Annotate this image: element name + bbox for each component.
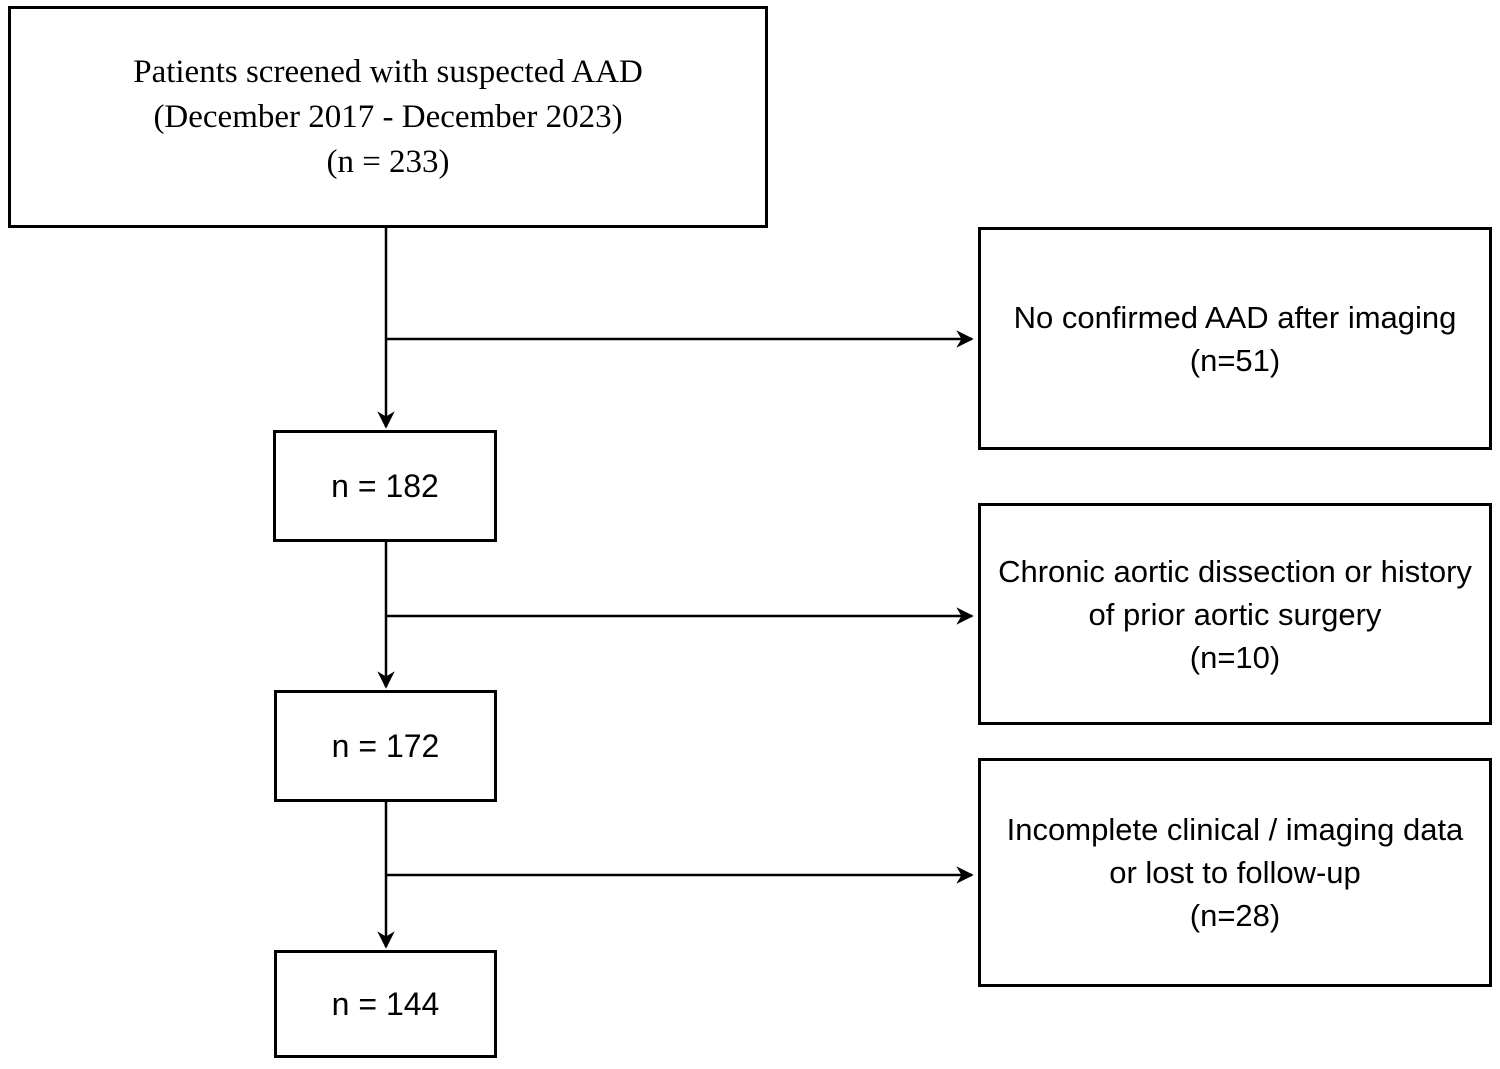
box-patients-screened: Patients screened with suspected AAD (De… [8, 6, 768, 228]
box-excluded-incomplete-data: Incomplete clinical / imaging data or lo… [978, 758, 1492, 987]
excluded-incomplete-line-1: Incomplete clinical / imaging data [1006, 812, 1464, 847]
n-144-label: n = 144 [331, 985, 440, 1022]
n-182-label: n = 182 [331, 467, 439, 504]
screened-line-1: Patients screened with suspected AAD [133, 53, 643, 90]
excluded-chronic-line-1: Chronic aortic dissection or history [998, 553, 1472, 589]
box-n-144: n = 144 [274, 950, 497, 1058]
excluded-imaging-line-1: No confirmed AAD after imaging [1013, 299, 1457, 335]
box-excluded-chronic-dissection: Chronic aortic dissection or history of … [978, 503, 1492, 725]
excluded-imaging-count: (n=51) [1189, 342, 1281, 378]
screened-line-2: (December 2017 - December 2023) [153, 98, 623, 135]
excluded-chronic-count: (n=10) [1189, 639, 1281, 675]
box-n-182: n = 182 [273, 430, 497, 542]
screened-line-3: (n = 233) [326, 143, 450, 180]
n-172-label: n = 172 [331, 727, 440, 764]
excluded-chronic-line-2: of prior aortic surgery [1088, 596, 1382, 632]
excluded-incomplete-count: (n=28) [1189, 898, 1281, 933]
excluded-incomplete-line-2: or lost to follow-up [1109, 855, 1361, 890]
box-n-172: n = 172 [274, 690, 497, 802]
box-excluded-no-confirmed-aad: No confirmed AAD after imaging (n=51) [978, 227, 1492, 450]
